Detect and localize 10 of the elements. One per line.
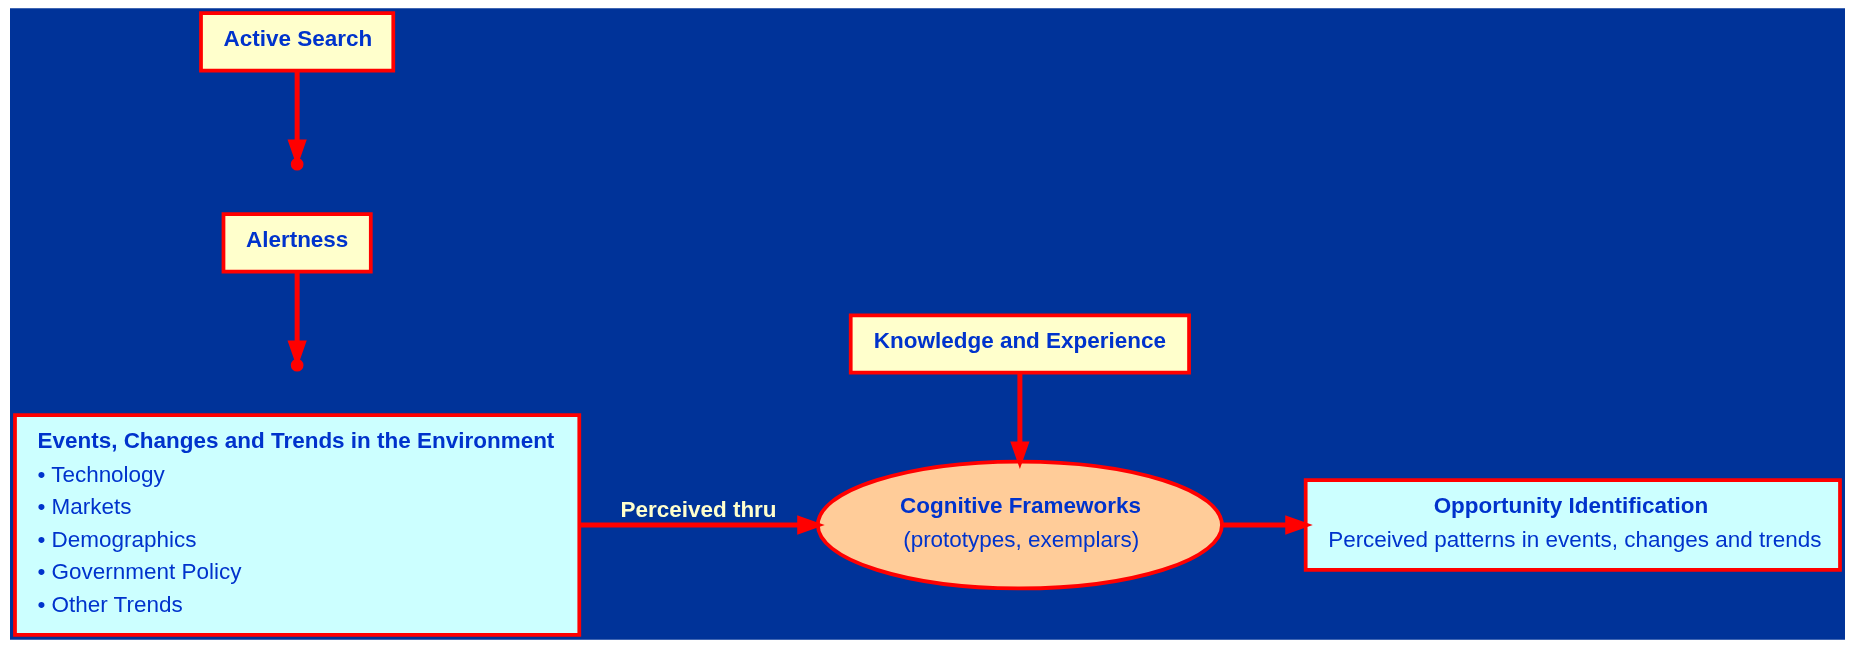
node-box: Opportunity Identification Perceived patterns in events, changes and trends: [1303, 478, 1842, 572]
arrow: [1221, 515, 1313, 535]
node-box: Active Search: [198, 11, 395, 73]
node-box: Alertness: [221, 212, 373, 274]
arrow: [578, 515, 825, 535]
edge-label: Perceived thru: [619, 496, 777, 522]
node-ellipse: Cognitive Frameworks (prototypes, exemplars): [815, 459, 1224, 591]
node-box: Events, Changes and Trends in the Environment • Technology • Markets • Demographics • Government Policy • Other Trends: [12, 413, 581, 637]
arrow: [1009, 372, 1030, 469]
node-box: Knowledge and Experience: [848, 313, 1191, 375]
